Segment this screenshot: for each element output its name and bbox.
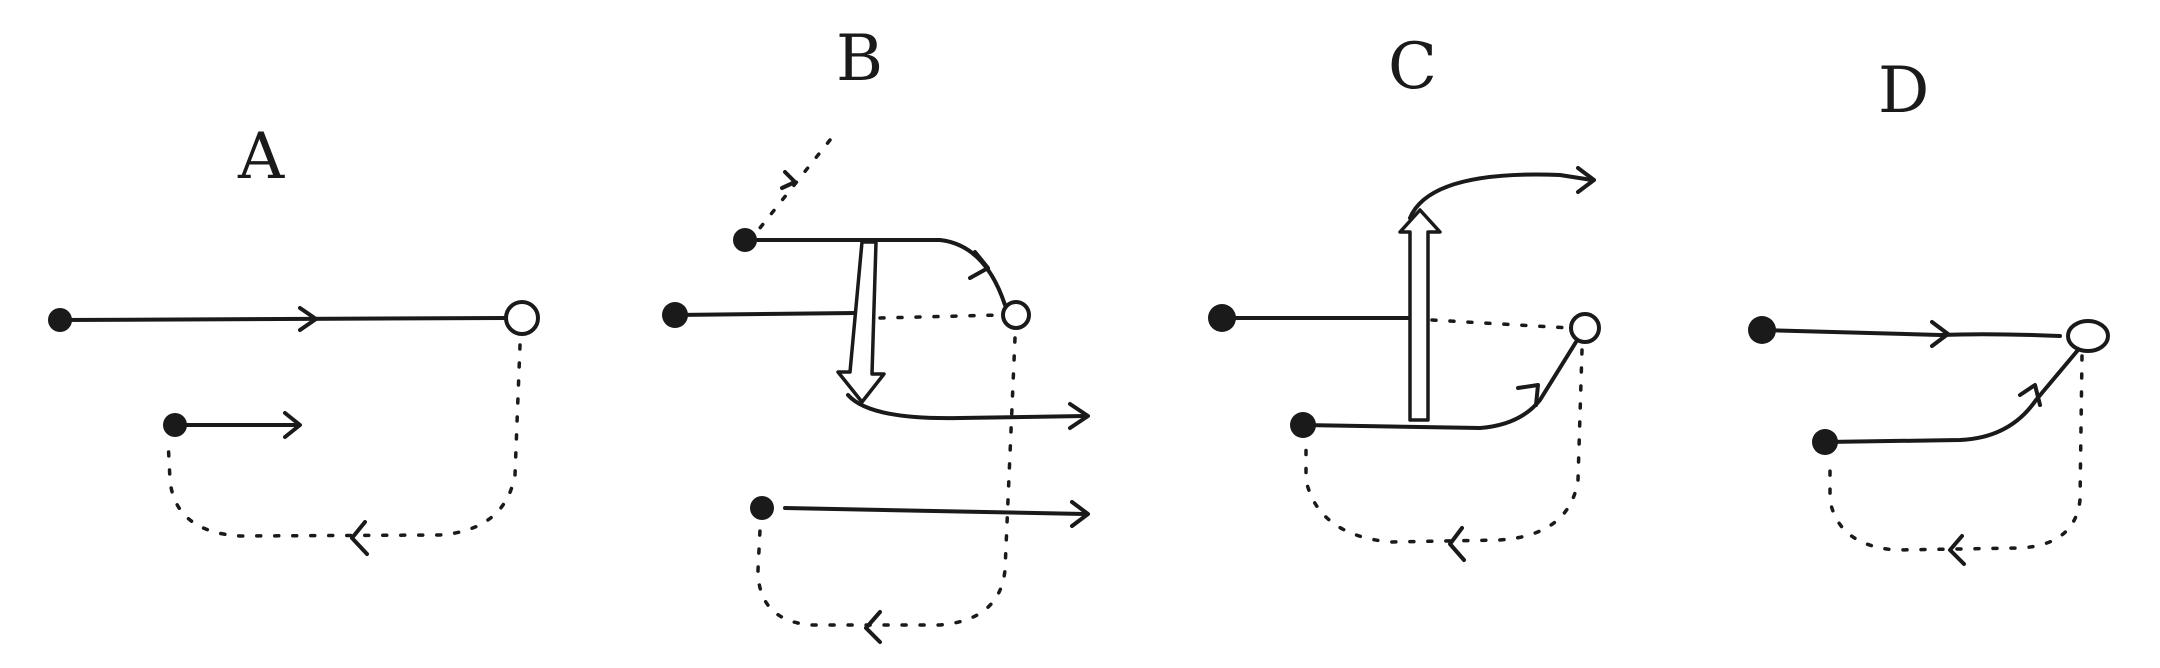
panel-a-open-node <box>504 300 540 336</box>
panel-b-incoming-dotted <box>750 138 832 240</box>
panel-d-bottom-arrowhead <box>2018 383 2042 407</box>
panel-b-label: B <box>836 22 883 96</box>
panel-c-hollow-arrow <box>1398 208 1442 422</box>
panel-d-top-arrowhead <box>1930 320 1950 348</box>
panel-a-dotted-loop <box>166 343 522 538</box>
panel-b-top-arrowhead <box>968 250 990 280</box>
panel-b-bottom-arrowhead <box>1070 500 1090 528</box>
panel-a-top-line <box>58 316 507 322</box>
panel-c-exit-curve <box>1408 172 1594 220</box>
panel-b-hollow-arrow <box>836 240 886 404</box>
panel-a-label: A <box>237 120 285 194</box>
panel-c-top-dotted <box>1430 318 1572 330</box>
panel-b-mid-line <box>673 311 858 317</box>
panel-d-dotted-loop <box>1828 354 2084 552</box>
panel-c-open-node <box>1569 312 1601 344</box>
panel-c-bottom-line <box>1301 340 1578 430</box>
panel-d-bottom-line <box>1823 348 2080 444</box>
panel-b-incoming-arrowhead <box>780 170 797 190</box>
panel-a: A <box>48 120 540 556</box>
panel-b-output-arrowhead <box>1068 402 1090 430</box>
panel-d-top-line <box>1760 328 2062 338</box>
panel-c-bottom-arrowhead <box>1516 383 1540 407</box>
panel-d-loop-arrowhead <box>1948 534 1966 566</box>
panel-b-filled-node-bottom <box>750 496 774 520</box>
panel-c-dotted-loop <box>1304 348 1584 544</box>
panel-c: C <box>1208 30 1601 562</box>
panel-d-open-node <box>2066 319 2110 353</box>
panel-b-loop-arrowhead <box>864 610 882 644</box>
panel-a-loop-arrowhead <box>350 520 369 556</box>
panel-a-bottom-arrowhead <box>283 411 302 439</box>
panel-d: D <box>1748 54 2110 566</box>
panel-c-exit-arrowhead <box>1576 166 1596 194</box>
panel-b-dotted-loop <box>756 336 1017 627</box>
panel-a-top-arrowhead <box>298 306 318 332</box>
panel-d-label: D <box>1878 54 1929 128</box>
panel-c-loop-arrowhead <box>1448 526 1466 562</box>
panel-b-bottom-line <box>783 506 1087 516</box>
panel-b-open-node <box>1001 300 1031 330</box>
panel-b-mid-dotted <box>878 313 1002 320</box>
panel-b: B <box>662 22 1090 644</box>
panel-c-label: C <box>1388 30 1437 104</box>
panel-b-output-line <box>846 393 1087 421</box>
